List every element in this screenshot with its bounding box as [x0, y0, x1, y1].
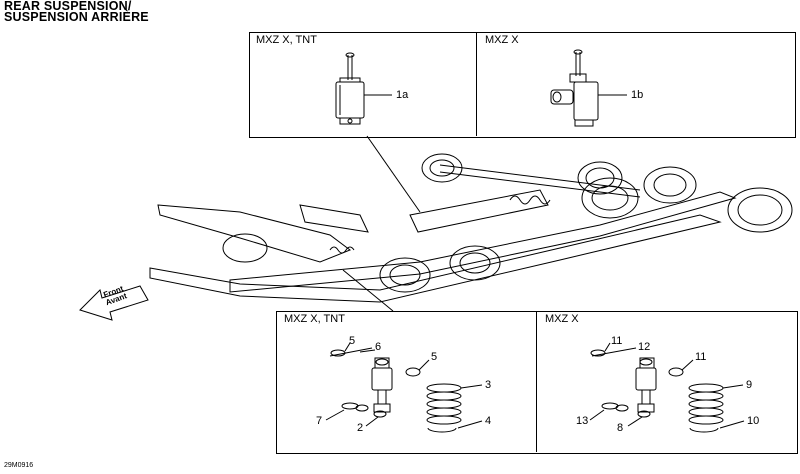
rear-suspension-assembly: [149, 153, 793, 303]
diagram-title: REAR SUSPENSION/ SUSPENSION ARRIÈRE: [4, 0, 149, 24]
callout-11-left: 11: [611, 335, 623, 347]
top-panel-divider: [476, 32, 477, 136]
callout-12: 12: [638, 341, 651, 353]
front-direction-arrow: [79, 285, 149, 321]
callout-4: 4: [485, 415, 492, 427]
callout-1a: 1a: [396, 89, 409, 101]
shock-absorber-1b: [550, 49, 627, 127]
top-leader-line: [366, 135, 421, 213]
bottom-detail-panel: [276, 311, 798, 454]
bottom-leader-line: [342, 269, 394, 312]
title-line-1: REAR SUSPENSION/: [4, 0, 132, 13]
callout-5-left: 5: [349, 335, 356, 347]
callout-8: 8: [617, 422, 624, 434]
bottom-right-shock-parts: [589, 342, 745, 433]
bottom-left-variant-label: MXZ X, TNT: [284, 313, 345, 325]
bottom-panel-divider: [536, 311, 537, 452]
callout-6: 6: [375, 341, 382, 353]
callout-13: 13: [576, 415, 589, 427]
shock-absorber-1a: [335, 52, 392, 125]
bottom-right-variant-label: MXZ X: [545, 313, 579, 325]
callout-7: 7: [316, 415, 323, 427]
callout-10: 10: [747, 415, 760, 427]
top-right-variant-label: MXZ X: [485, 34, 519, 46]
top-left-variant-label: MXZ X, TNT: [256, 34, 317, 46]
callout-2: 2: [357, 422, 364, 434]
callout-11-right: 11: [695, 351, 707, 363]
figure-code: 29M0916: [4, 462, 34, 469]
callout-1b: 1b: [631, 89, 644, 101]
callout-5-right: 5: [431, 351, 438, 363]
bottom-left-shock-parts: [325, 342, 483, 433]
title-line-2: SUSPENSION ARRIÈRE: [4, 10, 149, 24]
callout-3: 3: [485, 379, 492, 391]
callout-9: 9: [746, 379, 753, 391]
